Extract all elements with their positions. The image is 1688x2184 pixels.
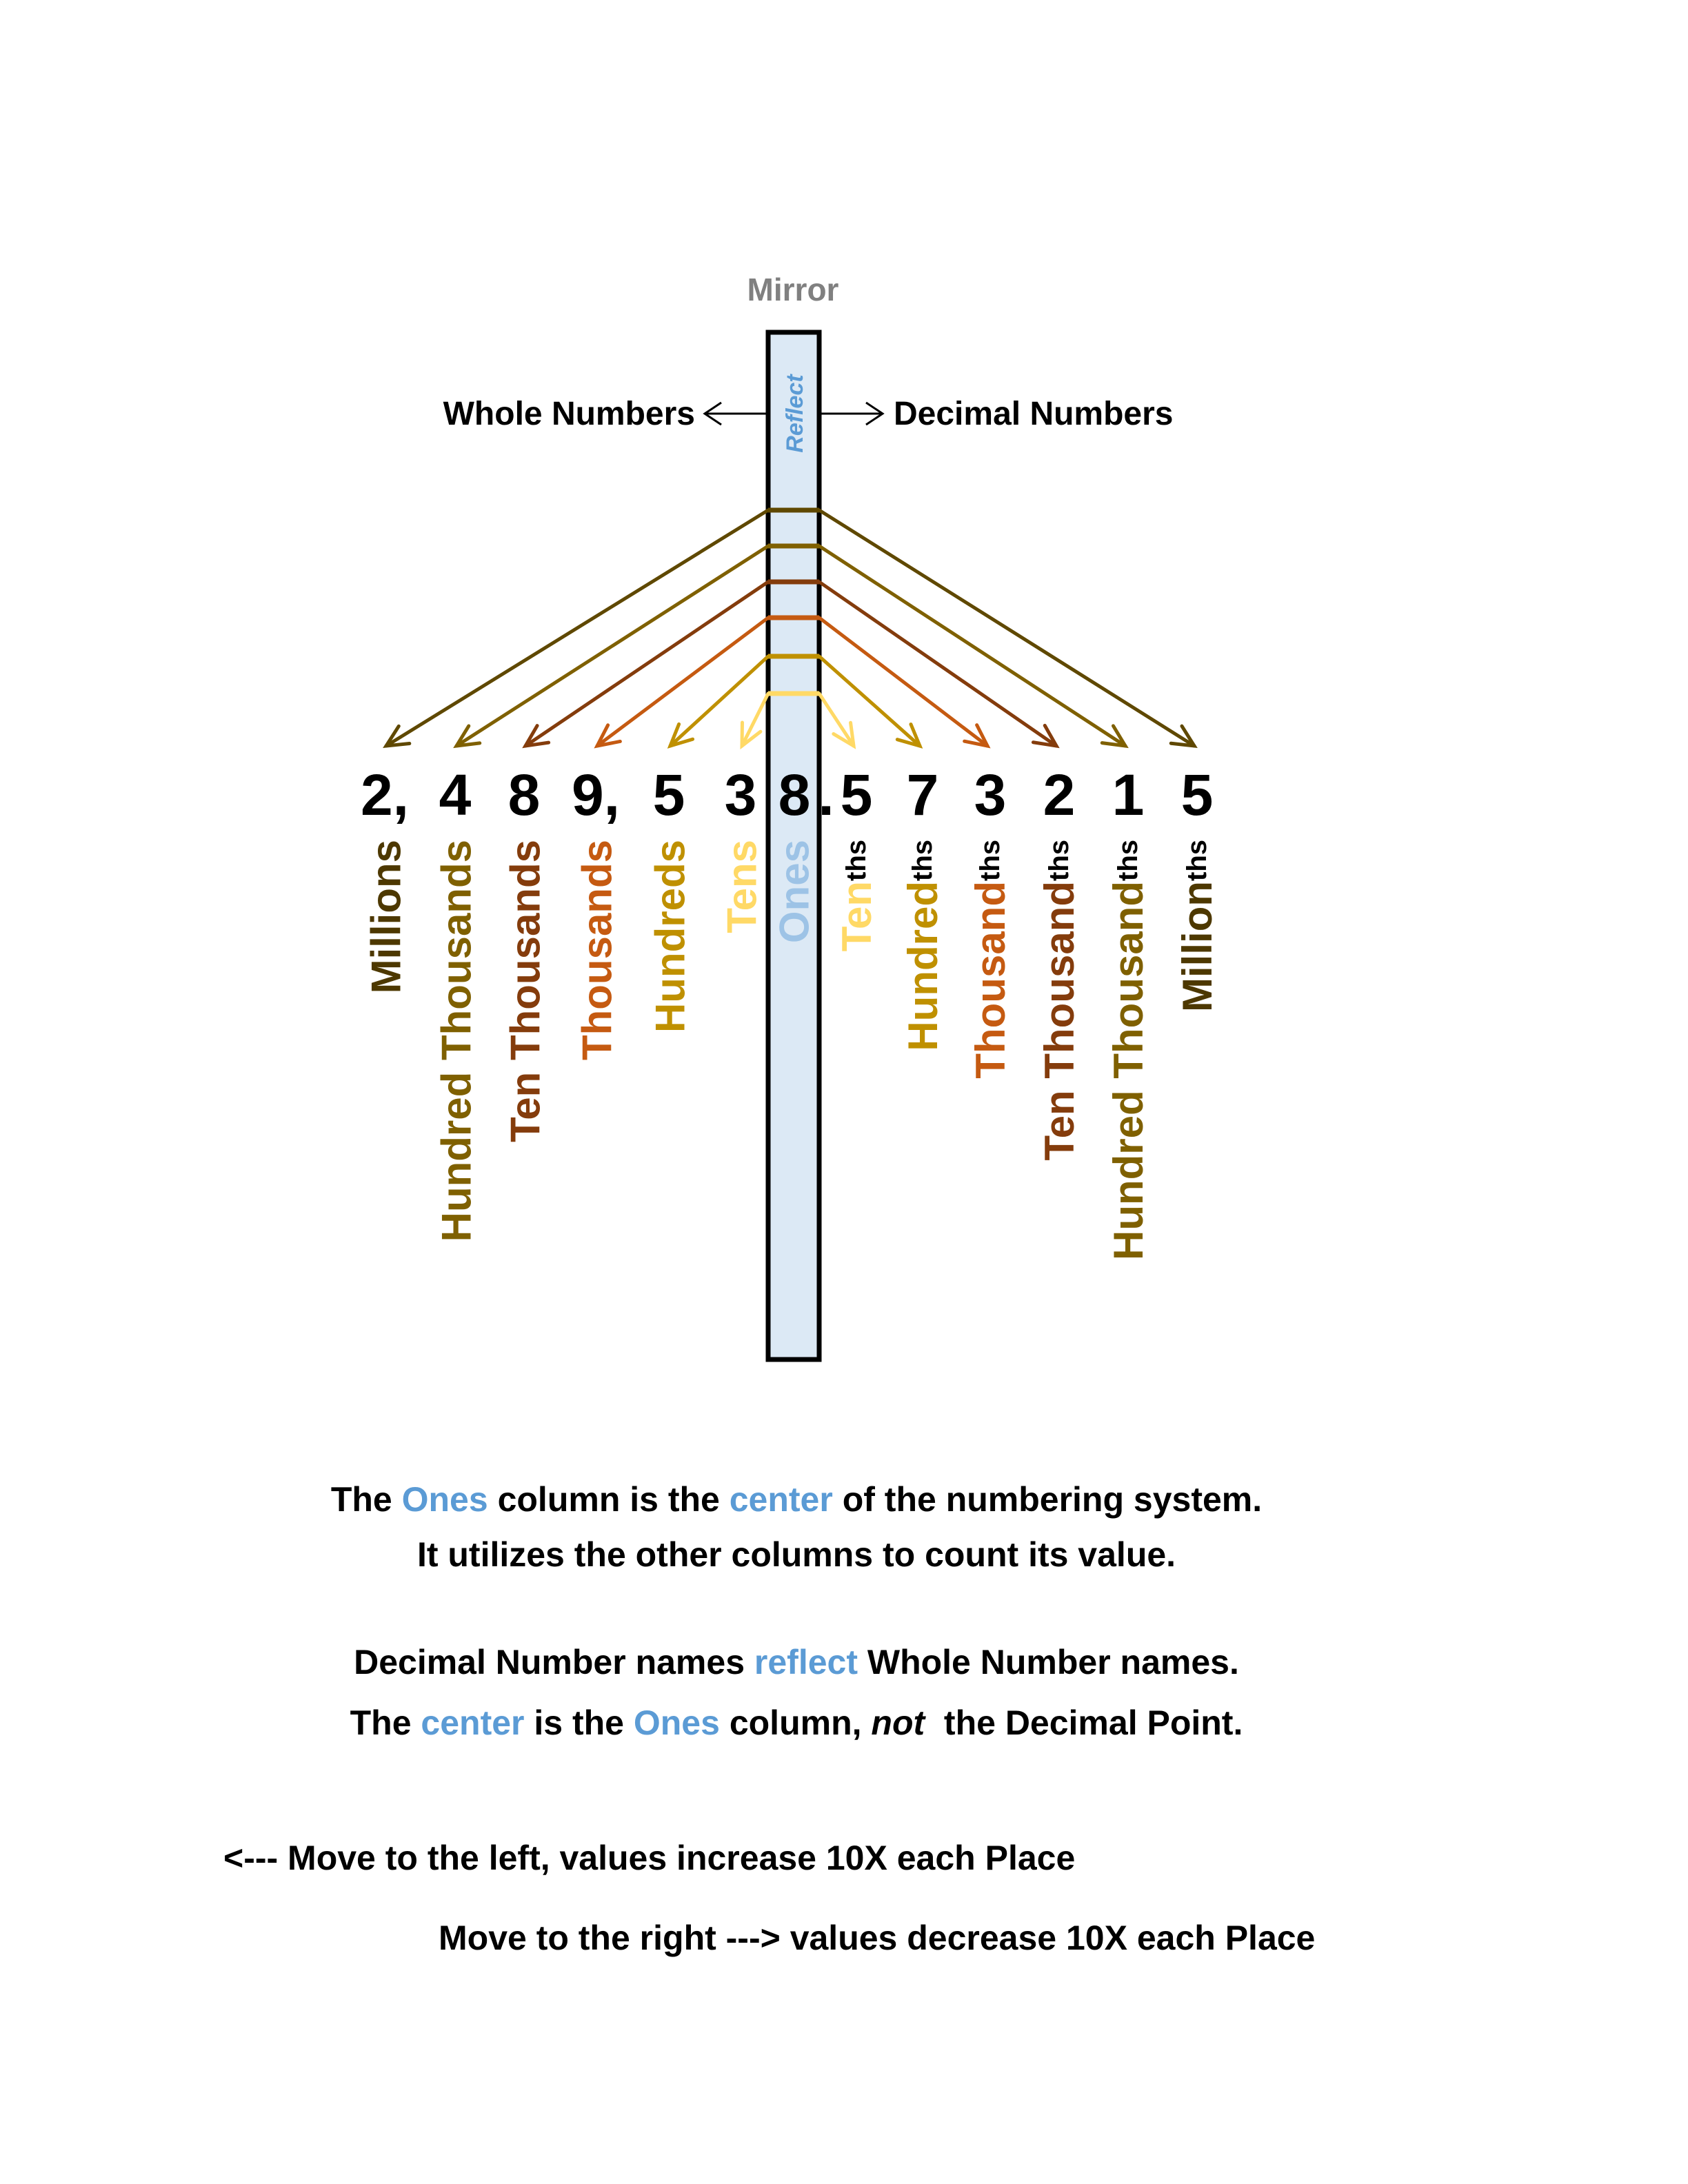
reflection-arrows xyxy=(383,507,1198,750)
whole-digit: 3 xyxy=(725,762,757,827)
left-place-arrow xyxy=(453,544,770,749)
ths-suffix: ths xyxy=(1044,840,1074,881)
whole-place-label: Hundred Thousands xyxy=(434,840,480,1242)
right-place-arrow xyxy=(817,616,991,749)
right-place-arrow xyxy=(817,654,923,749)
ones-digit: 8 xyxy=(778,762,811,827)
left-place-arrow xyxy=(522,580,770,749)
right-place-arrow xyxy=(817,691,856,749)
decimal-digit: 5 xyxy=(1181,762,1214,827)
whole-place-label: Millions xyxy=(363,840,410,993)
decimal-place-label: Tenths xyxy=(834,840,880,951)
decimal-digit: 3 xyxy=(974,762,1007,827)
whole-digit: 4 xyxy=(439,762,472,827)
whole-place-label: Tens xyxy=(719,840,765,933)
ths-suffix: ths xyxy=(841,840,872,881)
ths-suffix: ths xyxy=(1182,840,1212,881)
decimal-numbers-heading: Decimal Numbers xyxy=(894,396,1174,432)
whole-digit: 9, xyxy=(572,762,620,827)
decimal-place-label: Millionths xyxy=(1174,840,1220,1012)
decimal-digit: 7 xyxy=(907,762,939,827)
ths-suffix: ths xyxy=(975,840,1005,881)
ths-suffix: ths xyxy=(1113,840,1143,881)
decimal-point: . xyxy=(818,762,834,827)
ths-suffix: ths xyxy=(907,840,938,881)
left-place-arrow xyxy=(594,616,770,749)
decimal-place-label: Ten Thousandths xyxy=(1036,840,1083,1161)
whole-place-label: Hundreds xyxy=(647,840,694,1033)
whole-digit: 5 xyxy=(653,762,685,827)
note-line-1: The Ones column is the center of the num… xyxy=(331,1480,1262,1519)
ones-label: Ones xyxy=(772,840,818,943)
whole-numbers-heading: Whole Numbers xyxy=(443,396,695,432)
right-arrow-icon xyxy=(821,401,885,426)
mirror-title: Mirror xyxy=(747,272,839,307)
whole-digit: 2, xyxy=(361,762,409,827)
decimal-digit: 5 xyxy=(841,762,873,827)
left-place-arrow xyxy=(383,508,770,749)
decimal-place-label: Thousandths xyxy=(967,840,1014,1079)
left-place-arrow xyxy=(667,654,770,749)
reflect-label: Reflect xyxy=(782,374,808,453)
notes: The Ones column is the center of the num… xyxy=(223,1480,1315,1957)
whole-digit: 8 xyxy=(508,762,541,827)
decimal-digit: 2 xyxy=(1043,762,1076,827)
decimal-place-label: Hundred Thousandths xyxy=(1105,840,1152,1260)
note-line-2: It utilizes the other columns to count i… xyxy=(417,1535,1176,1574)
note-line-3: Decimal Number names reflect Whole Numbe… xyxy=(354,1643,1239,1681)
note-line-4: The center is the Ones column, not the D… xyxy=(350,1703,1243,1742)
whole-place-label: Thousands xyxy=(574,840,621,1060)
decimal-digit: 1 xyxy=(1112,762,1145,827)
left-arrow-icon xyxy=(703,401,767,426)
whole-place-label: Ten Thousands xyxy=(503,840,549,1142)
mirror-bar xyxy=(765,330,822,1362)
left-place-arrow xyxy=(740,691,770,750)
right-place-arrow xyxy=(817,580,1060,749)
decimal-place-label: Hundredths xyxy=(900,840,946,1051)
note-line-6: Move to the right ---> values decrease 1… xyxy=(439,1919,1315,1957)
right-place-arrow xyxy=(817,544,1129,749)
right-place-arrow xyxy=(817,508,1198,749)
note-line-5: <--- Move to the left, values increase 1… xyxy=(223,1839,1075,1877)
